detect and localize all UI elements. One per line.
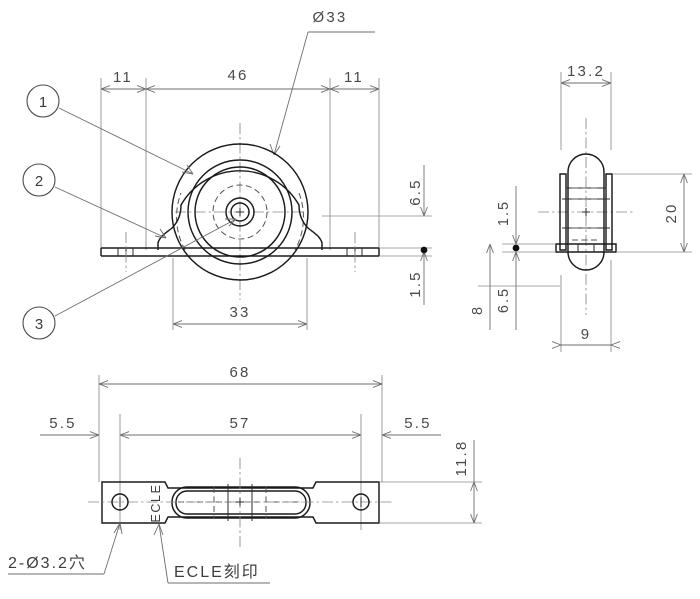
arrow-55-right [381, 431, 392, 439]
bottom-stamp-text: ECLE [149, 483, 163, 522]
arrow-side-8 [486, 243, 494, 254]
dim-origin-dot-side [512, 244, 520, 252]
dim-label-side-wheel-drop: 6.5 [496, 287, 512, 313]
arrow-55-left [89, 431, 100, 439]
dim-label-front-hub-width: 33 [229, 304, 250, 321]
bearing-hidden-circle [212, 184, 268, 240]
balloon-3-circle[interactable] [22, 306, 56, 340]
note-label-stamp: ECLE刻印 [174, 563, 260, 581]
arrow-118-top [470, 481, 478, 492]
front-elevation-view: 11 46 11 Ø33 [22, 9, 432, 340]
wheel-outer-circle [171, 143, 309, 281]
dim-label-front-plate-thickness: 1.5 [407, 270, 424, 297]
balloon-1-circle[interactable] [26, 84, 60, 118]
arrow-11-right-a [329, 85, 340, 93]
dim-label-side-overall-width: 13.2 [567, 63, 605, 80]
arrow-46-a [145, 85, 156, 93]
note-stamp-leader [158, 523, 169, 584]
arrow-68-left [98, 380, 109, 388]
hub-inner-circle [230, 202, 250, 222]
note-holes-leader [103, 522, 121, 575]
center-cross-bottom [236, 498, 244, 506]
bottom-plan-view: 68 57 5.5 5.5 [8, 364, 482, 584]
dim-label-bottom-overall-length: 68 [229, 364, 250, 381]
leader-balloon-2 [54, 186, 167, 239]
dim-label-wheel-diameter: Ø33 [313, 9, 348, 26]
arrow-9-left [551, 341, 562, 349]
center-cross-side [582, 208, 590, 216]
arrow-68-right [372, 380, 383, 388]
arrow-57-left [119, 431, 130, 439]
arrow-20-bottom [680, 242, 688, 253]
arrow-side-65 [512, 251, 520, 262]
wheel-tread-circle-outer [187, 159, 293, 265]
arrow-57-right [351, 431, 362, 439]
arrow-132-right [601, 79, 612, 87]
arrow-note-stamp [153, 523, 164, 536]
arrow-15 [420, 251, 428, 262]
arrow-46-b [320, 85, 331, 93]
hub-outer-circle [225, 197, 255, 227]
arrow-side-15 [512, 234, 520, 245]
leader-balloon-1 [58, 107, 194, 175]
bottom-slot-inner [175, 490, 307, 515]
arrow-65 [420, 206, 428, 217]
dim-label-bottom-right-edge: 5.5 [404, 415, 431, 432]
wheel-tread-circle-inner [194, 166, 286, 258]
note-label-holes: 2-Ø3.2穴 [8, 554, 87, 572]
arrow-9-right [610, 341, 621, 349]
arrow-11-right-b [369, 85, 380, 93]
center-cross-front [236, 208, 244, 216]
mounting-hole-left [111, 493, 129, 511]
dim-label-front-left-flange: 11 [113, 69, 133, 86]
dim-label-side-plate-thickness: 1.5 [496, 200, 512, 226]
arrow-132-left [560, 79, 571, 87]
dim-label-bottom-hole-pitch: 57 [229, 415, 250, 432]
balloon-2-label: 2 [35, 173, 43, 190]
dim-label-side-total-drop: 8 [470, 305, 486, 315]
balloon-1-label: 1 [39, 94, 47, 111]
side-elevation-view: 13.2 [470, 63, 692, 352]
arrow-11-left-a [100, 85, 111, 93]
arrow-118-bottom [470, 513, 478, 524]
dim-label-front-body-width: 46 [227, 67, 248, 84]
dim-label-bottom-left-edge: 5.5 [49, 415, 76, 432]
arrow-balloon-2 [154, 228, 167, 239]
arrow-20-top [680, 173, 688, 184]
dim-label-front-right-flange: 11 [344, 69, 364, 86]
dim-label-front-height: 6.5 [407, 178, 424, 205]
arrow-33-left [172, 320, 183, 328]
side-bracket-plate-left [559, 173, 567, 251]
bottom-slot-outer [171, 486, 311, 519]
dim-origin-dot-front [420, 246, 428, 254]
arrow-balloon-1 [181, 164, 194, 175]
leader-balloon-3 [54, 218, 237, 317]
arrow-33-right [297, 320, 308, 328]
mounting-hole-right [352, 493, 370, 511]
balloon-3-label: 3 [35, 316, 43, 333]
balloon-2-circle[interactable] [22, 163, 56, 197]
leader-line-dia33 [273, 31, 309, 156]
dim-label-side-base-width: 9 [581, 326, 592, 343]
bracket-body-outline [157, 170, 323, 250]
arrow-balloon-3 [225, 218, 237, 227]
dim-label-bottom-plate-width: 11.8 [453, 440, 470, 477]
arrow-11-left-b [136, 85, 147, 93]
dim-label-side-body-height: 20 [663, 202, 680, 223]
arrow-note-holes [113, 522, 123, 535]
